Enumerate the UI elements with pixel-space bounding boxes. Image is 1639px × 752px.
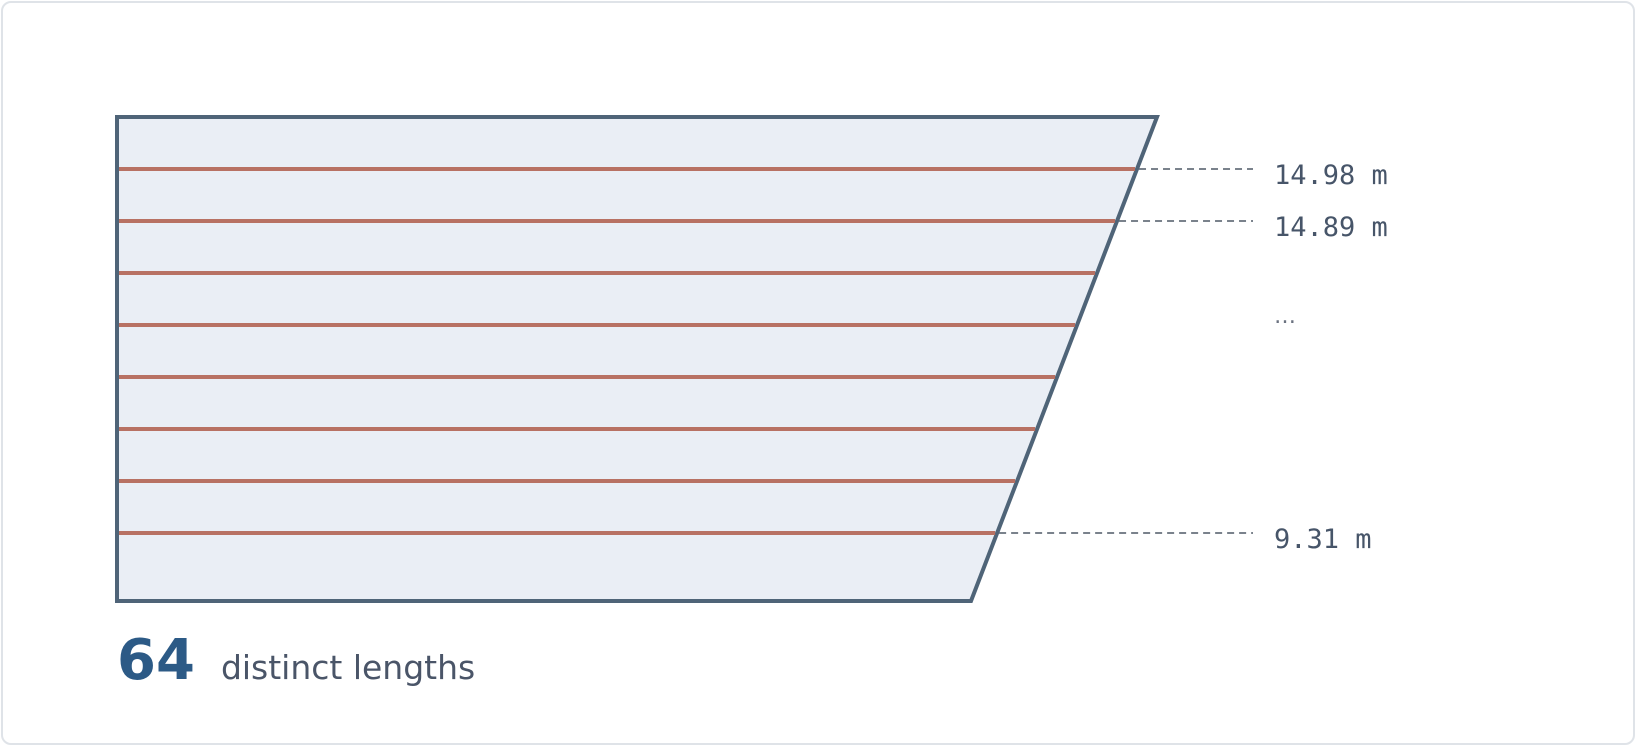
leader-lines <box>999 168 1253 534</box>
summary: 64 distinct lengths <box>117 633 475 689</box>
length-label: 9.31 m <box>1274 524 1372 555</box>
distinct-count: 64 <box>117 628 195 693</box>
trapezoid-diagram: 14.98 m 14.89 m 9.31 m … <box>115 115 1388 603</box>
distinct-count-label: distinct lengths <box>220 648 476 687</box>
length-labels: 14.98 m 14.89 m 9.31 m <box>1274 160 1388 555</box>
ellipsis-label: … <box>1274 304 1296 329</box>
rafter-lines <box>119 167 1136 535</box>
length-label: 14.89 m <box>1274 212 1388 243</box>
trapezoid-outline <box>115 115 1160 603</box>
length-label: 14.98 m <box>1274 160 1388 191</box>
